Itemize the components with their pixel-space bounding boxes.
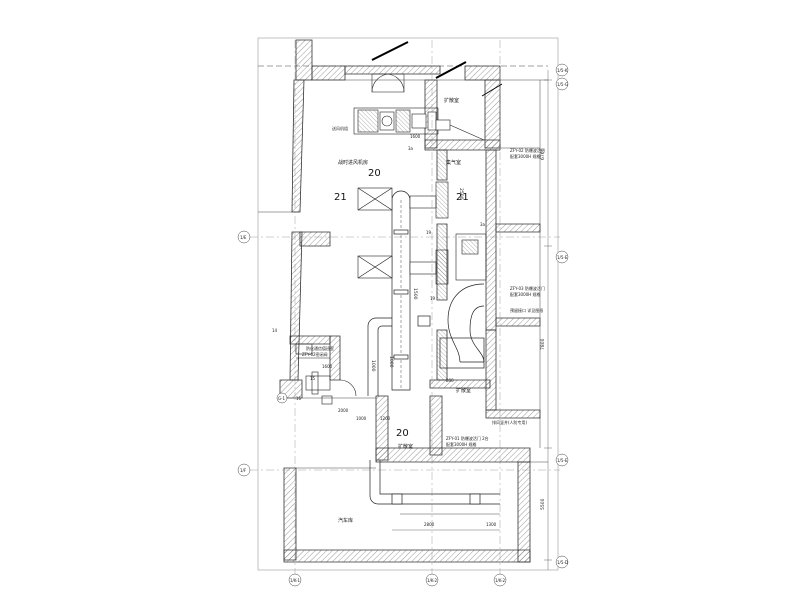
- main-duct: [391, 190, 411, 391]
- blast-line-1: [371, 41, 409, 61]
- axis-bubbles: [237, 63, 569, 587]
- left-duct: [367, 315, 431, 396]
- axis-right-4: 1/5-E: [557, 458, 568, 463]
- axis-left-3: G-1: [278, 396, 286, 401]
- dim-19b: 19: [430, 296, 436, 301]
- lower-duct: [369, 460, 500, 515]
- dim-right-1: 6760: [540, 148, 546, 160]
- blast-line-2: [435, 61, 467, 79]
- filter-units: [357, 187, 393, 279]
- dim-19: 19: [426, 230, 432, 235]
- note-left: ZFY-02密闭阀: [302, 351, 328, 357]
- note-3a: ZFY-01 防爆波活门 2台: [446, 435, 489, 441]
- dim-1000b: 1000: [370, 360, 376, 372]
- axis-left-2: 1/F: [240, 468, 247, 473]
- room-label-2: 集气室: [446, 159, 461, 166]
- dim-right-3: 5500: [540, 498, 546, 510]
- blast-line-3: [481, 83, 503, 97]
- note-1b: 配套3000H 规格: [510, 153, 540, 159]
- dim-bottom-1: 2800: [424, 522, 435, 527]
- axis-right-2: 1/5-G: [557, 82, 568, 87]
- room-outlines: [258, 65, 548, 469]
- note-15: 15: [310, 376, 316, 381]
- walls: [279, 39, 541, 563]
- axis-bottom-2: 1/K-2: [427, 578, 438, 583]
- dim-2500: 2500: [458, 188, 464, 200]
- room-label-3: 扩散室: [444, 97, 459, 104]
- dim-left-a: 1600: [322, 364, 333, 369]
- note-16: 16: [296, 396, 302, 401]
- axis-left-1: 1/E: [240, 235, 247, 240]
- door-top: [371, 73, 405, 93]
- dim-right-2: 7800: [540, 338, 546, 350]
- room-label-6: 防化通信值班室: [306, 345, 334, 351]
- room-number-4: 20: [396, 428, 409, 439]
- room-label-4: 扩散室: [456, 387, 471, 394]
- room-label-5: 扩散室: [398, 443, 413, 450]
- note-2c: 预留接口 详见图纸: [510, 307, 543, 313]
- left-equipment: [295, 343, 357, 405]
- dim-3a: 3a: [408, 146, 414, 151]
- room-number-1: 20: [368, 168, 381, 179]
- room-number-3: 21: [456, 192, 469, 203]
- dim-1000: 1000: [388, 356, 394, 368]
- dim-bottom-2: 1300: [486, 522, 497, 527]
- axis-bottom-1: 1/K-1: [290, 578, 301, 583]
- fan-label: 送风机组: [332, 125, 348, 131]
- note-2b: 配套3000H 规格: [510, 291, 540, 297]
- sheet-frame: [257, 37, 559, 571]
- room-label-8: 汽车库: [338, 517, 353, 524]
- dim-left-d: 1200: [380, 416, 391, 421]
- dim-1500: 1500: [412, 288, 418, 300]
- note-2a: ZFY-03 防爆波活门: [510, 285, 545, 291]
- dim-1600: 1600: [410, 134, 421, 139]
- note-14: 14: [272, 328, 278, 333]
- room-label-7: 排风竖井(人防专用): [492, 419, 528, 425]
- axis-right-5: 1/5-D: [557, 560, 568, 565]
- dim-3a-2: 3a: [480, 222, 486, 227]
- room-label-1: 战时进风机房: [338, 159, 368, 166]
- axis-bottom-3: 1/K-2: [495, 578, 506, 583]
- note-1a: ZFY-02 防爆波活门: [510, 147, 545, 153]
- axis-right-3: 1/5-E: [557, 255, 568, 260]
- axis-right-1: 1/5-K: [557, 68, 568, 73]
- dim-left-b: 2000: [338, 408, 349, 413]
- note-3b: 配套3000H 规格: [446, 441, 476, 447]
- dim-left-c: 1000: [356, 416, 367, 421]
- dim-800: 800: [446, 378, 454, 383]
- branch-ducts: [409, 181, 487, 285]
- dimension-lines: [392, 70, 552, 570]
- axis-grid: [250, 40, 560, 580]
- curved-duct: [439, 283, 485, 369]
- room-number-2: 21: [334, 192, 347, 203]
